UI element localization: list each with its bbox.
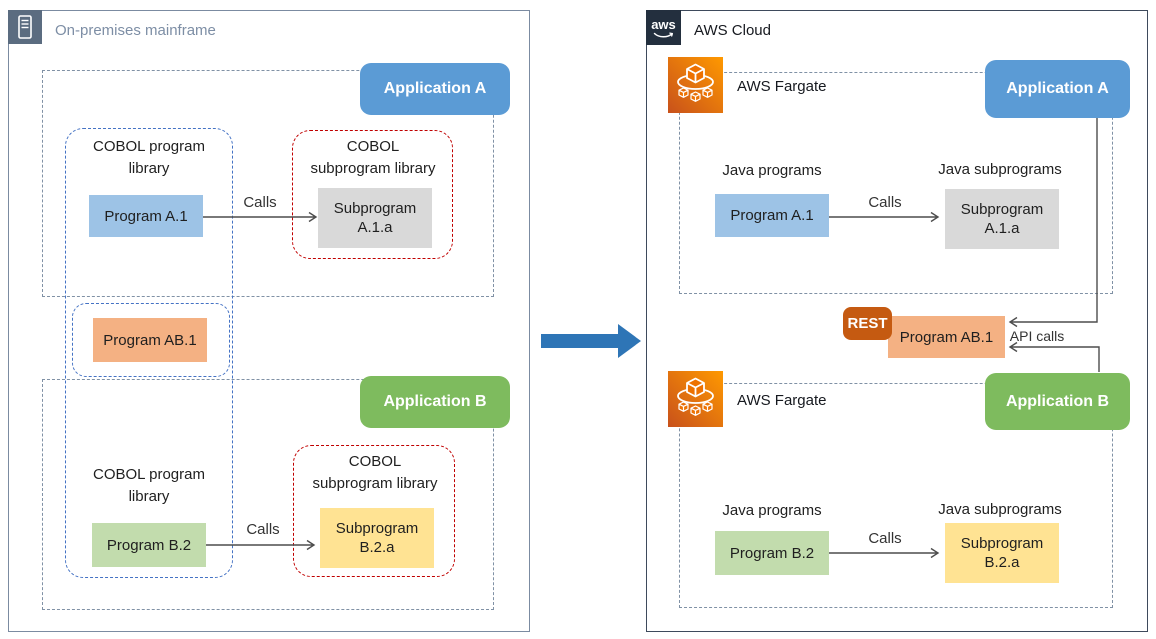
java-subprograms-title-a: Java subprograms: [938, 161, 1062, 178]
cobol-subprogram-library-title-a: COBOL subprogram library: [310, 138, 436, 177]
on-premises-title: On-premises mainframe: [55, 22, 216, 39]
fargate-icon-b: [668, 371, 723, 427]
fargate-label-a: AWS Fargate: [737, 78, 827, 95]
application-b-region-right: [679, 383, 1113, 608]
cobol-program-library-container: [65, 128, 233, 578]
rest-badge: REST: [843, 307, 892, 340]
api-calls-label: API calls: [1009, 328, 1065, 344]
program-b2-node-left: Program B.2: [92, 523, 206, 567]
calls-label-left-b: Calls: [246, 521, 280, 538]
application-a-label-left: Application A: [360, 63, 510, 115]
calls-label-right-b: Calls: [868, 530, 902, 547]
subprogram-b2a-node-right: Subprogram B.2.a: [945, 523, 1059, 583]
aws-cloud-title: AWS Cloud: [694, 22, 771, 39]
cobol-subprogram-library-a: [292, 130, 453, 259]
java-subprograms-title-b: Java subprograms: [938, 501, 1062, 518]
fargate-label-b: AWS Fargate: [737, 392, 827, 409]
cobol-program-library-title-b: COBOL program library: [93, 466, 205, 505]
application-a-label-right: Application A: [985, 60, 1130, 118]
program-ab1-node-left: Program AB.1: [93, 318, 207, 362]
program-b2-node-right: Program B.2: [715, 531, 829, 575]
java-programs-title-a: Java programs: [722, 162, 822, 179]
application-a-region-right: [679, 72, 1113, 294]
cobol-program-library-title-a: COBOL program library: [93, 138, 205, 177]
application-b-label-right: Application B: [985, 373, 1130, 430]
cobol-subprogram-library-title-b: COBOL subprogram library: [312, 453, 438, 492]
program-a1-node-left: Program A.1: [89, 195, 203, 237]
mainframe-icon: [8, 10, 42, 44]
application-b-label-left: Application B: [360, 376, 510, 428]
aws-logo-icon: aws: [646, 10, 681, 45]
aws-logo-text: aws: [651, 17, 676, 32]
subprogram-a1a-node-right: Subprogram A.1.a: [945, 189, 1059, 249]
calls-label-left-a: Calls: [243, 194, 277, 211]
cobol-subprogram-library-b: [293, 445, 455, 577]
application-a-region-left: [42, 70, 494, 297]
subprogram-a1a-node-left: Subprogram A.1.a: [318, 188, 432, 248]
program-ab1-container: [72, 303, 230, 377]
calls-label-right-a: Calls: [868, 194, 902, 211]
application-b-region-left: [42, 379, 494, 610]
migration-arrow: [541, 324, 641, 358]
subprogram-b2a-node-left: Subprogram B.2.a: [320, 508, 434, 568]
fargate-icon-a: [668, 57, 723, 113]
on-premises-panel: [8, 10, 530, 632]
aws-cloud-panel: [646, 10, 1148, 632]
java-programs-title-b: Java programs: [722, 502, 822, 519]
program-ab1-node-right: Program AB.1: [888, 316, 1005, 358]
program-a1-node-right: Program A.1: [715, 194, 829, 237]
